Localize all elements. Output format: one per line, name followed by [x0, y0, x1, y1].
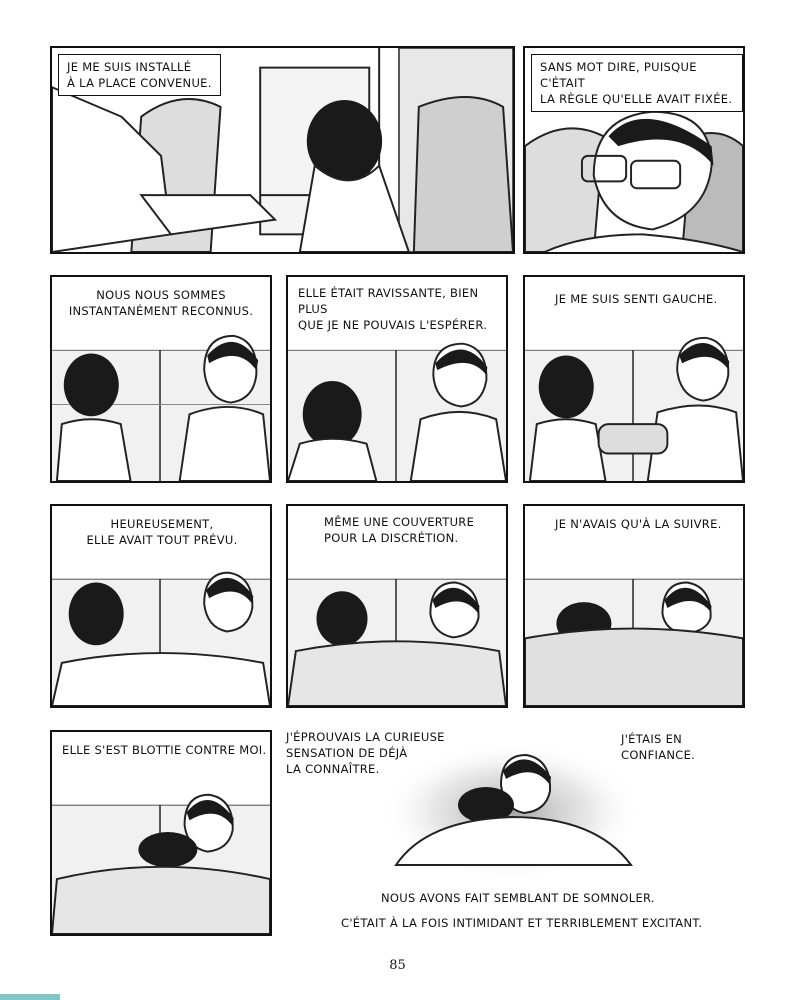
caption-bottom-2: C'ÉTAIT À LA FOIS INTIMIDANT ET TERRIBLE…: [341, 916, 703, 930]
panel-2-art: [525, 110, 743, 252]
panel-8: JE N'AVAIS QU'À LA SUIVRE.: [523, 504, 745, 708]
panel-6-art: [52, 571, 270, 706]
panel-7-art: [288, 578, 506, 706]
caption: ELLE S'EST BLOTTIE CONTRE MOI.: [62, 743, 267, 757]
panel-5: JE ME SUIS SENTI GAUCHE.: [523, 275, 745, 483]
caption: NOUS NOUS SOMMES INSTANTANÉMENT RECONNUS…: [68, 288, 254, 318]
caption: JE N'AVAIS QU'À LA SUIVRE.: [555, 517, 722, 531]
panel-1: JE ME SUIS INSTALLÉ À LA PLACE CONVENUE.: [50, 46, 515, 254]
caption: MÊME UNE COUVERTURE POUR LA DISCRÉTION.: [324, 515, 475, 545]
panel-6: HEUREUSEMENT, ELLE AVAIT TOUT PRÉVU.: [50, 504, 272, 708]
panel-3-art: [52, 334, 270, 481]
page-number: 85: [389, 958, 406, 973]
panel-2: SANS MOT DIRE, PUISQUE C'ÉTAIT LA RÈGLE …: [523, 46, 745, 254]
panel-3: NOUS NOUS SOMMES INSTANTANÉMENT RECONNUS…: [50, 275, 272, 483]
final-panel: J'ÉPROUVAIS LA CURIEUSE SENSATION DE DÉJ…: [286, 725, 746, 940]
final-panel-art: [381, 735, 641, 875]
caption: JE ME SUIS SENTI GAUCHE.: [555, 292, 718, 306]
panel-9-art: [52, 793, 270, 934]
panel-1-art: [52, 48, 513, 252]
caption-box: JE ME SUIS INSTALLÉ À LA PLACE CONVENUE.: [58, 54, 221, 96]
panel-5-art: [525, 336, 743, 481]
caption-right: J'ÉTAIS EN CONFIANCE.: [621, 732, 696, 762]
caption: HEUREUSEMENT, ELLE AVAIT TOUT PRÉVU.: [86, 517, 238, 547]
caption-bottom-1: NOUS AVONS FAIT SEMBLANT DE SOMNOLER.: [381, 891, 655, 905]
caption: ELLE ÉTAIT RAVISSANTE, BIEN PLUS QUE JE …: [298, 286, 488, 332]
caption-left: J'ÉPROUVAIS LA CURIEUSE SENSATION DE DÉJ…: [286, 730, 445, 776]
caption-box: SANS MOT DIRE, PUISQUE C'ÉTAIT LA RÈGLE …: [531, 54, 743, 112]
panel-8-art: [525, 578, 743, 706]
panel-4: ELLE ÉTAIT RAVISSANTE, BIEN PLUS QUE JE …: [286, 275, 508, 483]
panel-7: MÊME UNE COUVERTURE POUR LA DISCRÉTION.: [286, 504, 508, 708]
edge-strip: [0, 994, 60, 1000]
panel-4-art: [288, 342, 506, 481]
panel-9: ELLE S'EST BLOTTIE CONTRE MOI.: [50, 730, 272, 936]
